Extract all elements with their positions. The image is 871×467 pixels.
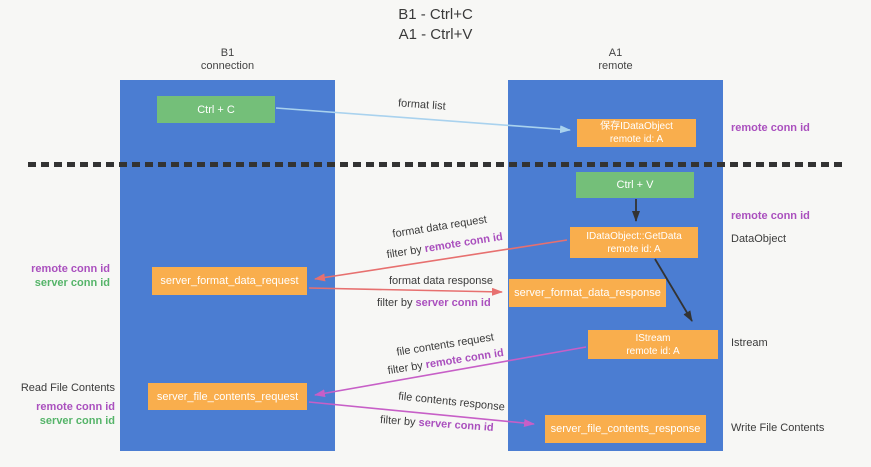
ctrl-c-node: Ctrl + C bbox=[157, 96, 275, 123]
lane-header-b1: B1 connection bbox=[120, 47, 335, 73]
file-contents-response-label: file contents response bbox=[397, 390, 506, 414]
server-file-contents-request-node: server_file_contents_request bbox=[148, 383, 307, 410]
left-annotation-bottom: Read File Contents remote conn id server… bbox=[0, 381, 115, 428]
server-conn-id-annotation: server conn id bbox=[34, 277, 110, 289]
server-format-data-request-node: server_format_data_request bbox=[152, 267, 307, 295]
write-file-contents-label: Write File Contents bbox=[731, 422, 825, 434]
arrow-format-data-response bbox=[308, 287, 503, 296]
remote-conn-id-annotation: remote conn id bbox=[731, 122, 810, 134]
save-idataobject-line1: 保存IDataObject bbox=[600, 121, 673, 132]
left-conn-id-annotation-top: remote conn id server conn id bbox=[0, 262, 110, 290]
lane-header-a1: A1 remote bbox=[508, 47, 723, 73]
server-format-data-response-label: server_format_data_response bbox=[514, 287, 661, 299]
title-line-2: A1 - Ctrl+V bbox=[398, 26, 473, 43]
ctrl-v-label: Ctrl + V bbox=[616, 179, 654, 191]
server-format-data-request-label: server_format_data_request bbox=[160, 275, 299, 287]
server-file-contents-response-node: server_file_contents_response bbox=[545, 415, 706, 443]
save-idataobject-node: 保存IDataObject remote id: A bbox=[577, 119, 696, 147]
server-file-contents-request-label: server_file_contents_request bbox=[156, 390, 299, 403]
filter-by-text: filter by bbox=[379, 414, 419, 429]
ctrl-c-label: Ctrl + C bbox=[197, 103, 235, 116]
ctrl-v-node: Ctrl + V bbox=[576, 172, 694, 198]
filter-by-text: filter by bbox=[377, 297, 416, 309]
getdata-line2: remote id: A bbox=[607, 243, 661, 255]
filter-by-text: filter by bbox=[386, 359, 427, 378]
server-file-contents-response-label: server_file_contents_response bbox=[550, 423, 701, 435]
istream-label: Istream bbox=[731, 337, 768, 349]
lane-a1-name: A1 bbox=[608, 47, 623, 59]
idataobject-getdata-node: IDataObject::GetData remote id: A bbox=[570, 227, 698, 258]
istream-line2: remote id: A bbox=[626, 345, 680, 357]
server-conn-id-text: server conn id bbox=[415, 297, 491, 309]
file-contents-response-filter-label: filter by server conn id bbox=[380, 414, 494, 434]
istream-line1: IStream bbox=[635, 332, 671, 344]
lane-b1-name: B1 bbox=[220, 47, 235, 59]
read-file-contents-label: Read File Contents bbox=[20, 382, 115, 394]
format-data-response-label: format data response bbox=[389, 275, 493, 287]
lane-a1-subtitle: remote bbox=[598, 60, 633, 72]
remote-conn-id-text: remote conn id bbox=[423, 230, 504, 256]
remote-conn-id-annotation: remote conn id bbox=[36, 401, 115, 413]
filter-by-text: filter by bbox=[385, 243, 426, 262]
title-line-1: B1 - Ctrl+C bbox=[398, 6, 473, 23]
lane-b1-subtitle: connection bbox=[200, 60, 255, 72]
format-data-response-filter-label: filter by server conn id bbox=[377, 297, 491, 309]
server-conn-id-annotation: server conn id bbox=[39, 415, 115, 427]
server-conn-id-text: server conn id bbox=[418, 416, 494, 434]
getdata-line1: IDataObject::GetData bbox=[586, 230, 682, 242]
server-format-data-response-node: server_format_data_response bbox=[509, 279, 666, 307]
phase-separator-dashed-line bbox=[28, 162, 846, 167]
diagram-title: B1 - Ctrl+C A1 - Ctrl+V bbox=[0, 5, 871, 45]
save-idataobject-line2: remote id: A bbox=[609, 134, 664, 145]
format-list-label: format list bbox=[397, 97, 447, 113]
remote-conn-id-annotation: remote conn id bbox=[731, 210, 810, 222]
dataobject-label: DataObject bbox=[731, 233, 787, 245]
istream-node: IStream remote id: A bbox=[588, 330, 718, 359]
remote-conn-id-annotation: remote conn id bbox=[31, 263, 110, 275]
